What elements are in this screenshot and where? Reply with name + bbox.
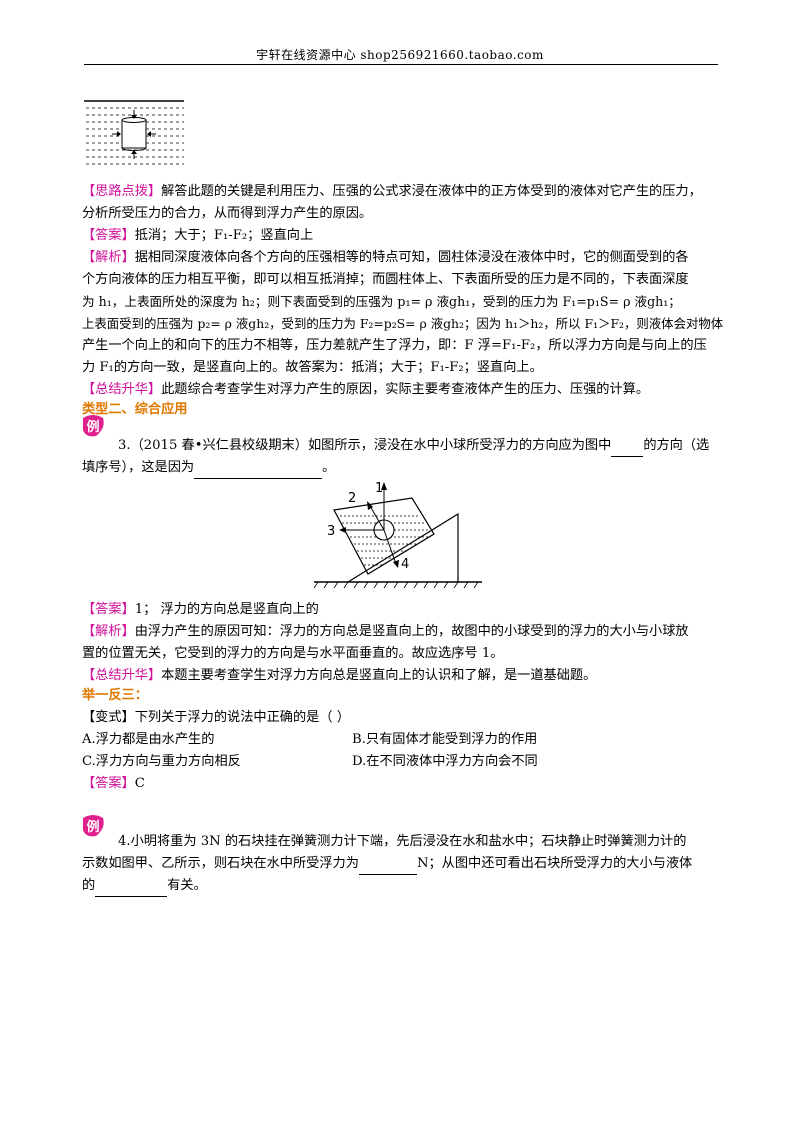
- q3-blank-2: [194, 458, 323, 479]
- q3-stem-line-2: 填序号），这是因为 。: [82, 458, 335, 479]
- q2-analysis-line-1: 【解析】据相同深度液体向各个方向的压强相等的特点可知，圆柱体浸没在液体中时，它的…: [82, 250, 689, 265]
- cylinder-in-liquid-figure: [84, 100, 184, 165]
- q4-stem-line-3: 的 有关。: [82, 876, 207, 897]
- section-heading: 类型二、综合应用: [82, 402, 188, 417]
- q3-analysis-line-1: 【解析】由浮力产生的原因可知：浮力的方向总是竖直向上的，故图中的小球受到的浮力的…: [82, 624, 689, 639]
- option-a: A.浮力都是由水产生的: [82, 732, 215, 747]
- q2-analysis-line-2: 个方向液体的压力相互平衡，即可以相互抵消掉；而圆柱体上、下表面所受的压力是不同的…: [82, 272, 689, 287]
- answer-tag: 【答案】: [82, 776, 135, 791]
- q4-blank-2: [95, 876, 168, 897]
- q3-answer: 【答案】1； 浮力的方向总是竖直向上的: [82, 602, 319, 617]
- q4-blank-1: [358, 854, 417, 875]
- incline-ball-figure: 1 2 3 4: [313, 481, 482, 589]
- q2-answer: 【答案】抵消；大于；F₁-F₂；竖直向上: [82, 228, 314, 243]
- q2-analysis-line-5: 产生一个向上的和向下的压力不相等，压力差就产生了浮力，即：F 浮=F₁-F₂，所…: [82, 338, 707, 353]
- example-icon: 例: [83, 815, 104, 837]
- answer-tag: 【答案】: [82, 228, 135, 243]
- practice-answer: 【答案】C: [82, 776, 145, 791]
- q3-summary: 【总结升华】本题主要考查学生对浮力方向总是竖直向上的认识和了解，是一道基础题。: [82, 668, 597, 683]
- option-c: C.浮力方向与重力方向相反: [82, 754, 241, 769]
- direction-label-1: 1: [375, 481, 383, 496]
- page-header: 宇轩在线资源中心 shop256921660.taobao.com: [256, 48, 544, 62]
- q4-stem-line-2: 示数如图甲、乙所示，则石块在水中所受浮力为 N；从图中还可看出石块所受浮力的大小…: [82, 854, 692, 875]
- svg-text:例: 例: [86, 419, 99, 435]
- direction-label-3: 3: [327, 524, 335, 539]
- analysis-tag: 【解析】: [82, 250, 135, 265]
- svg-text:例: 例: [86, 819, 99, 835]
- option-b: B.只有固体才能受到浮力的作用: [352, 732, 538, 747]
- example-icon: 例: [83, 415, 104, 437]
- analysis-tag: 【解析】: [82, 624, 135, 639]
- direction-label-2: 2: [348, 491, 356, 506]
- q4-stem-line-1: 4.小明将重为 3N 的石块挂在弹簧测力计下端，先后浸没在水和盐水中；石块静止时…: [118, 834, 687, 849]
- q2-analysis-line-4: 上表面受到的压强为 p₂= ρ 液gh₂，受到的压力为 F₂=p₂S= ρ 液g…: [82, 316, 724, 331]
- q3-stem-line-1: 3.（2015 春•兴仁县校级期末）如图所示，浸没在水中小球所受浮力的方向应为图…: [118, 436, 709, 457]
- q2-analysis-line-6: 力 F₁的方向一致，是竖直向上的。故答案为：抵消；大于；F₁-F₂；竖直向上。: [82, 360, 543, 375]
- q2-summary: 【总结升华】此题综合考查学生对浮力产生的原因，实际主要考查液体产生的压力、压强的…: [82, 382, 650, 397]
- hint-tag: 【思路点拨】: [82, 184, 162, 199]
- q3-analysis-line-2: 置的位置无关，它受到的浮力的方向是与水平面垂直的。故应选序号 1。: [82, 646, 504, 661]
- practice-heading: 举一反三：: [82, 688, 148, 703]
- q2-hint-line-1: 【思路点拨】解答此题的关键是利用压力、压强的公式求浸在液体中的正方体受到的液体对…: [82, 184, 702, 199]
- option-d: D.在不同液体中浮力方向会不同: [352, 754, 538, 769]
- q2-hint-line-2: 分析所受压力的合力，从而得到浮力产生的原因。: [82, 206, 373, 221]
- practice-stem: 【变式】下列关于浮力的说法中正确的是（ ）: [82, 710, 350, 725]
- q2-analysis-line-3: 为 h₁，上表面所处的深度为 h₂；则下表面受到的压强为 p₁= ρ 液gh₁，…: [82, 294, 681, 309]
- summary-tag: 【总结升华】: [82, 668, 162, 683]
- answer-tag: 【答案】: [82, 602, 135, 617]
- header-rule: [84, 64, 718, 65]
- q3-blank-1: [611, 436, 644, 457]
- direction-label-4: 4: [401, 557, 409, 572]
- summary-tag: 【总结升华】: [82, 382, 162, 397]
